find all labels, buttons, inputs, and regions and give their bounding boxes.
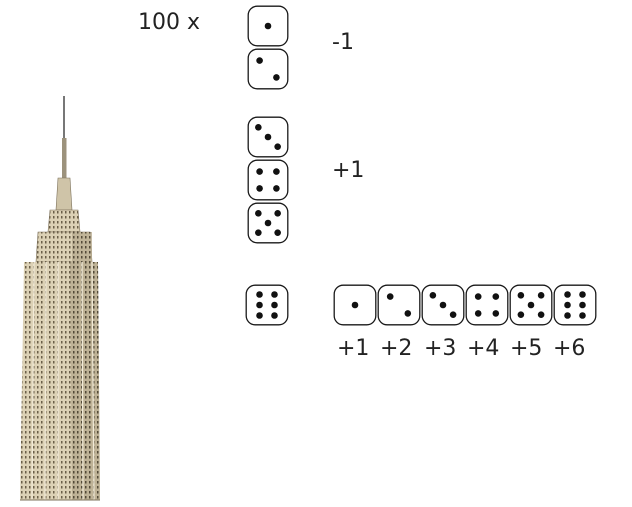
reroll-die-2 [377,284,421,326]
die-pip [449,311,457,318]
reroll-die-1 [333,284,377,326]
reroll-label-4: +4 [467,336,500,361]
die-pip [273,185,280,192]
die-pip [255,229,262,236]
reroll-label-5: +5 [510,336,543,361]
reroll-label-6: +6 [553,336,586,361]
die-face-6 [245,284,289,326]
die-pip [255,210,262,217]
die-body [465,284,509,326]
reroll-label-2: +2 [380,336,413,361]
die-face-4 [247,159,289,201]
die-pip [271,312,278,319]
die-body [553,284,597,326]
die-pip [564,291,571,298]
die-pip [256,168,263,175]
die-body [247,159,289,201]
score-label-minus-one: -1 [332,30,354,55]
die-pip [564,301,571,309]
die-body [247,48,289,90]
reroll-die-5 [509,284,553,326]
die-pip [517,292,525,299]
die-pip [264,133,272,141]
die-pip [271,291,278,298]
die-pip [264,219,272,227]
die-pip [386,293,394,300]
reroll-die-6 [553,284,597,326]
die-face-3 [247,116,289,158]
die-pip [474,293,482,300]
die-pip [527,301,535,309]
die-pip [273,74,280,81]
die-pip [537,292,545,299]
reroll-label-1: +1 [337,336,370,361]
die-pip [579,291,586,298]
die-face-2 [247,48,289,90]
die-body [245,284,289,326]
die-pip [537,311,545,318]
die-pip [256,312,263,319]
die-pip [274,229,281,236]
die-pip [351,301,359,309]
die-pip [256,57,263,64]
die-face-1 [247,5,289,47]
reroll-die-3 [421,284,465,326]
die-pip [429,292,437,299]
die-pip [256,291,263,298]
die-pip [492,293,500,300]
die-pip [492,310,500,317]
die-pip [517,311,525,318]
die-pip [264,22,272,30]
score-label-plus-one: +1 [332,158,365,183]
empire-state-building-illustration [20,96,100,501]
die-pip [579,312,586,319]
multiplier-label: 100 x [138,10,201,35]
die-pip [271,301,278,309]
die-pip [274,143,281,150]
reroll-die-4 [465,284,509,326]
die-pip [474,310,482,317]
die-pip [273,168,280,175]
die-pip [404,310,412,317]
die-body [377,284,421,326]
die-face-5 [247,202,289,244]
die-pip [274,210,281,217]
die-pip [256,301,263,309]
die-pip [439,301,447,309]
reroll-label-3: +3 [424,336,457,361]
die-pip [255,124,262,131]
die-pip [579,301,586,309]
die-pip [256,185,263,192]
die-pip [564,312,571,319]
